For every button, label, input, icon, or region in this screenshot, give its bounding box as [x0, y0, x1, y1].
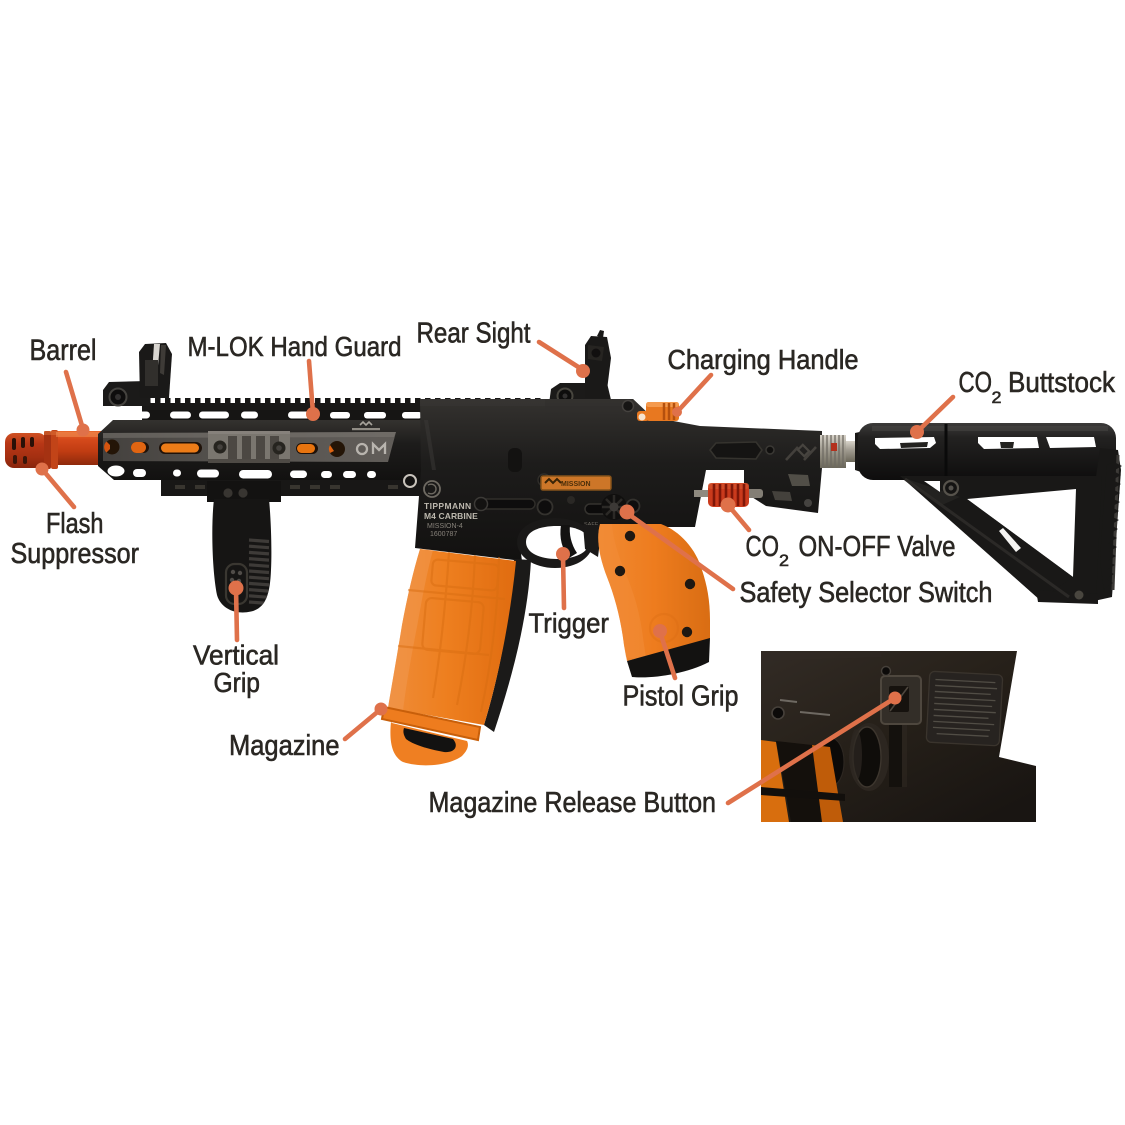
svg-text:MISSION-4: MISSION-4: [427, 523, 463, 530]
svg-text:Grip: Grip: [214, 667, 261, 698]
svg-text:Vertical: Vertical: [193, 640, 279, 671]
svg-text:2: 2: [779, 551, 789, 570]
svg-text:2: 2: [992, 388, 1002, 407]
svg-text:M4 CARBINE: M4 CARBINE: [424, 511, 478, 521]
svg-text:Magazine: Magazine: [229, 730, 340, 762]
svg-text:ON-OFF Valve: ON-OFF Valve: [799, 531, 956, 563]
svg-text:Magazine Release Button: Magazine Release Button: [429, 787, 717, 819]
svg-text:Charging Handle: Charging Handle: [668, 344, 859, 375]
svg-text:Suppressor: Suppressor: [11, 538, 140, 570]
svg-text:M-LOK Hand Guard: M-LOK Hand Guard: [188, 331, 402, 362]
svg-text:Trigger: Trigger: [529, 608, 610, 639]
svg-text:Safety Selector Switch: Safety Selector Switch: [740, 577, 993, 609]
svg-text:CO: CO: [746, 531, 780, 563]
svg-text:CO: CO: [959, 367, 993, 399]
svg-text:TIPPMANN: TIPPMANN: [424, 501, 472, 511]
svg-text:Rear Sight: Rear Sight: [417, 318, 531, 350]
svg-text:Buttstock: Buttstock: [1008, 367, 1115, 399]
svg-text:1600787: 1600787: [430, 531, 457, 538]
svg-text:Pistol Grip: Pistol Grip: [623, 681, 739, 713]
svg-text:Flash: Flash: [46, 508, 104, 540]
svg-text:Barrel: Barrel: [30, 334, 97, 367]
svg-text:MISSION: MISSION: [561, 481, 591, 488]
